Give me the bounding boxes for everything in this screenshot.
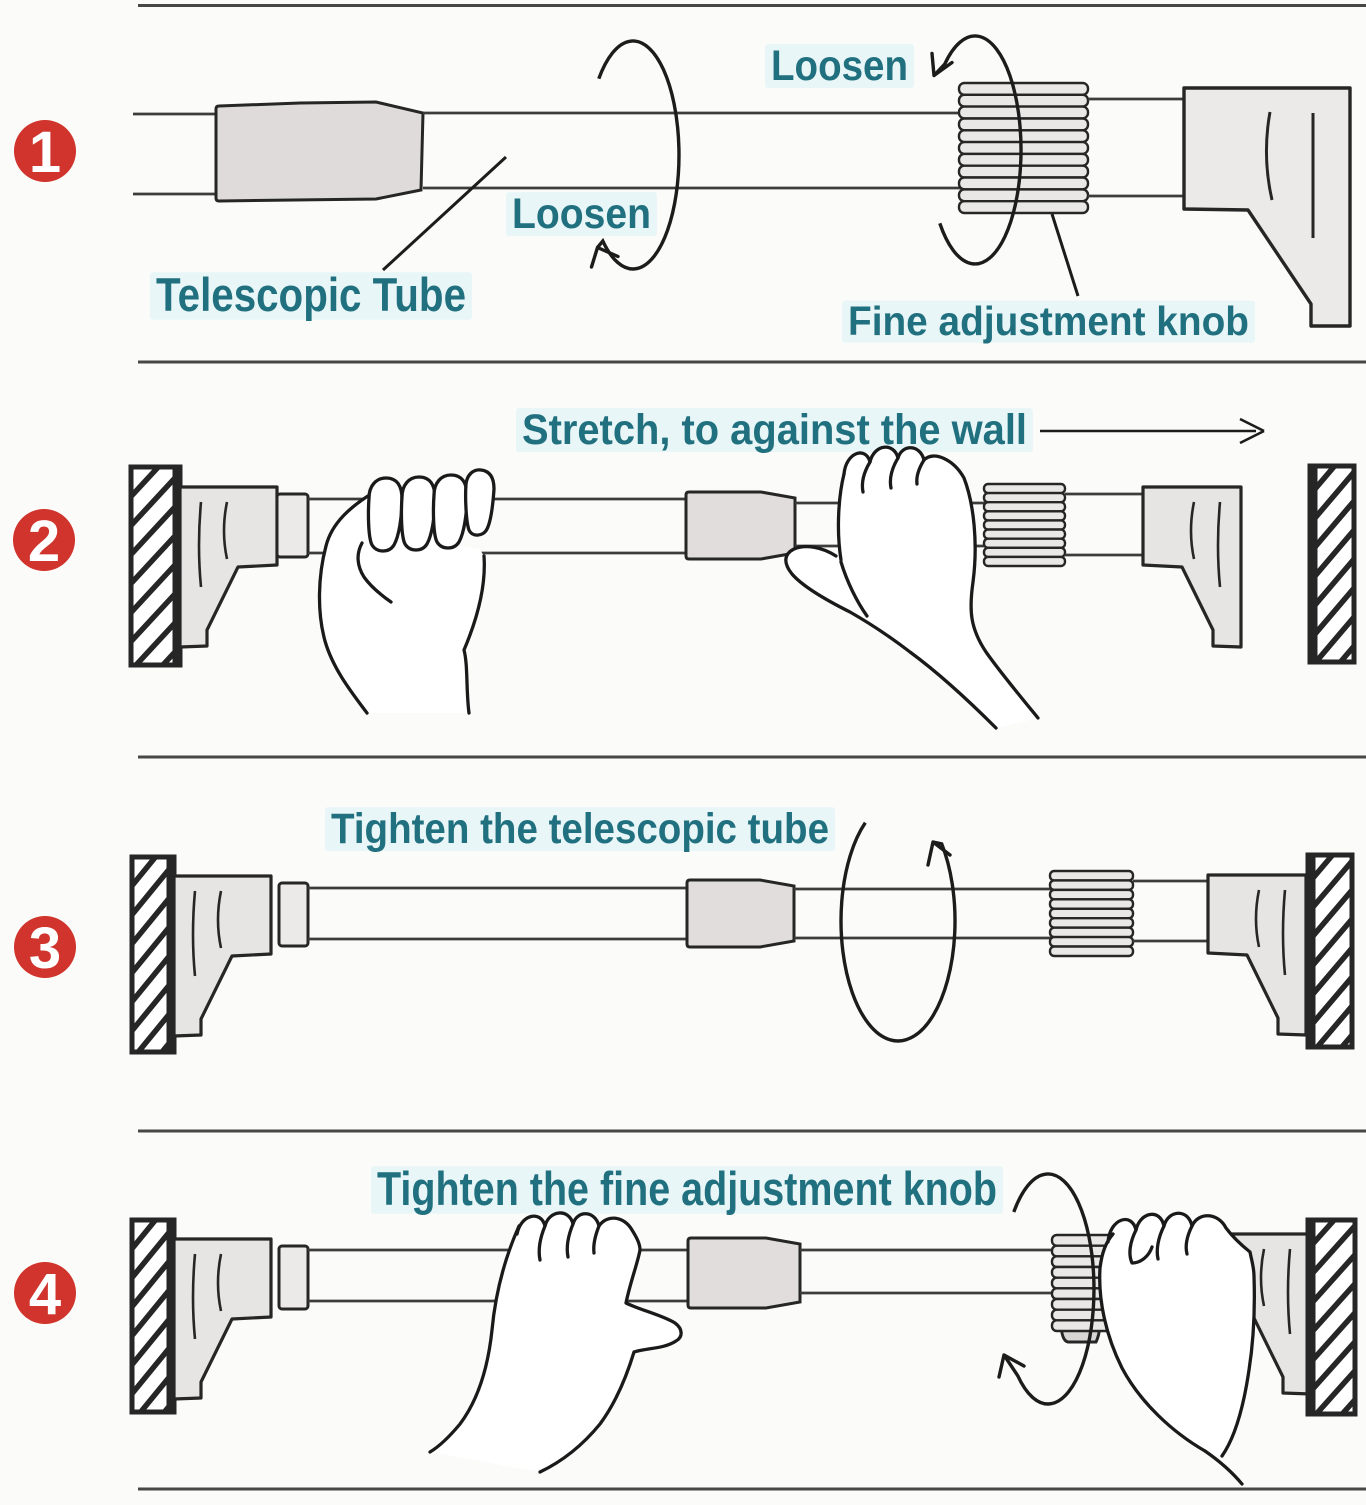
- svg-text:Tighten the fine adjustment kn: Tighten the fine adjustment knob: [377, 1162, 997, 1215]
- svg-text:Telescopic Tube: Telescopic Tube: [156, 268, 466, 321]
- svg-text:2: 2: [28, 509, 60, 574]
- svg-text:Loosen: Loosen: [771, 42, 908, 90]
- svg-text:1: 1: [29, 120, 61, 185]
- svg-text:Tighten the telescopic tube: Tighten the telescopic tube: [331, 805, 829, 853]
- svg-text:4: 4: [29, 1262, 61, 1327]
- svg-text:3: 3: [29, 916, 61, 981]
- svg-text:Stretch, to against the wall: Stretch, to against the wall: [522, 406, 1027, 454]
- svg-text:Loosen: Loosen: [512, 190, 651, 238]
- svg-text:Fine adjustment knob: Fine adjustment knob: [848, 298, 1249, 344]
